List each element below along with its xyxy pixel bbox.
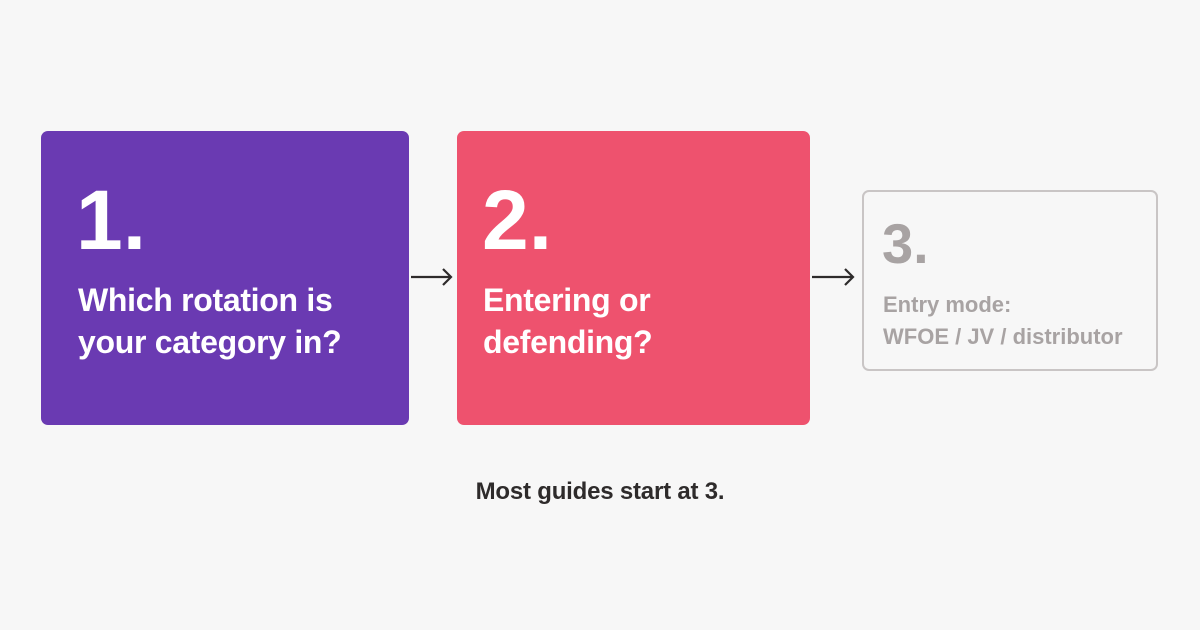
step-card-1: 1. Which rotation is your category in? [41, 131, 409, 425]
step-title-2: Entering or defending? [483, 282, 653, 360]
step-card-3: 3. Entry mode: WFOE / JV / distributor [862, 190, 1158, 371]
arrow-right-icon [812, 268, 855, 286]
arrow-right-icon [411, 268, 453, 286]
caption: Most guides start at 3. [475, 478, 725, 505]
step-number-2: 2. [482, 173, 553, 267]
step-number-1: 1. [76, 173, 147, 267]
step-number-3: 3. [882, 212, 929, 275]
step-card-2: 2. Entering or defending? [457, 131, 810, 425]
step-title-1: Which rotation is your category in? [78, 282, 342, 360]
step-title-3: Entry mode: WFOE / JV / distributor [883, 292, 1123, 349]
